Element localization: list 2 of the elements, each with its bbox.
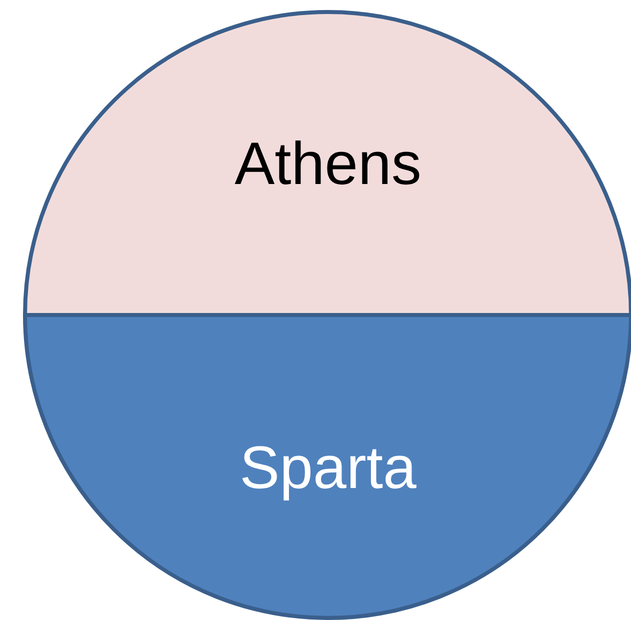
region-label: Sparta <box>240 432 416 502</box>
region-label: Athens <box>234 128 422 198</box>
